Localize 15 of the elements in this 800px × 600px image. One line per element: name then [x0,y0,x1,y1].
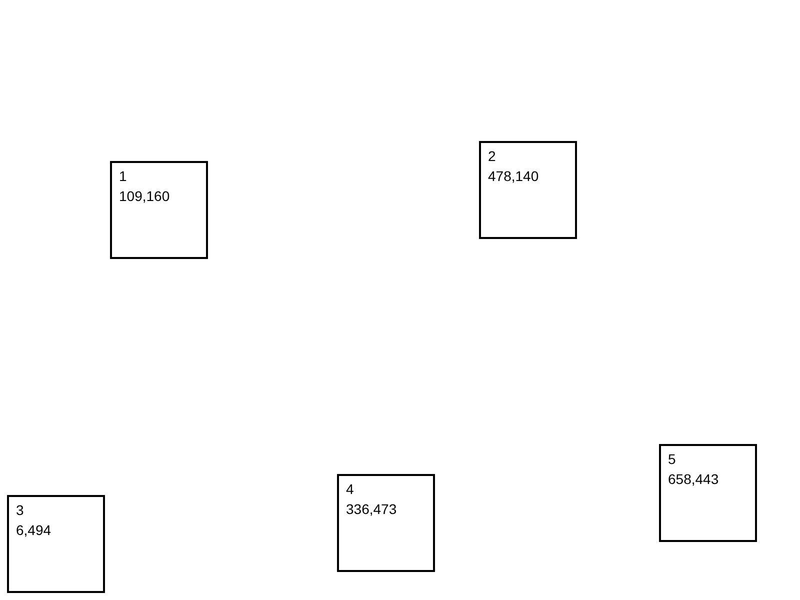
box-number: 4 [346,480,354,499]
text-box [110,161,208,259]
coordinate-label: 109,160 [119,187,170,206]
coordinate-label: 658,443 [668,470,719,489]
text-box [479,141,577,239]
text-box [337,474,435,572]
box-number: 1 [119,167,127,186]
coordinate-label: 6,494 [16,521,52,540]
box-number: 5 [668,450,676,469]
text-box [659,444,757,542]
coordinate-label: 478,140 [488,167,539,186]
text-box [7,495,105,593]
coordinate-label: 336,473 [346,500,397,519]
box-number: 2 [488,147,496,166]
box-number: 3 [16,501,24,520]
